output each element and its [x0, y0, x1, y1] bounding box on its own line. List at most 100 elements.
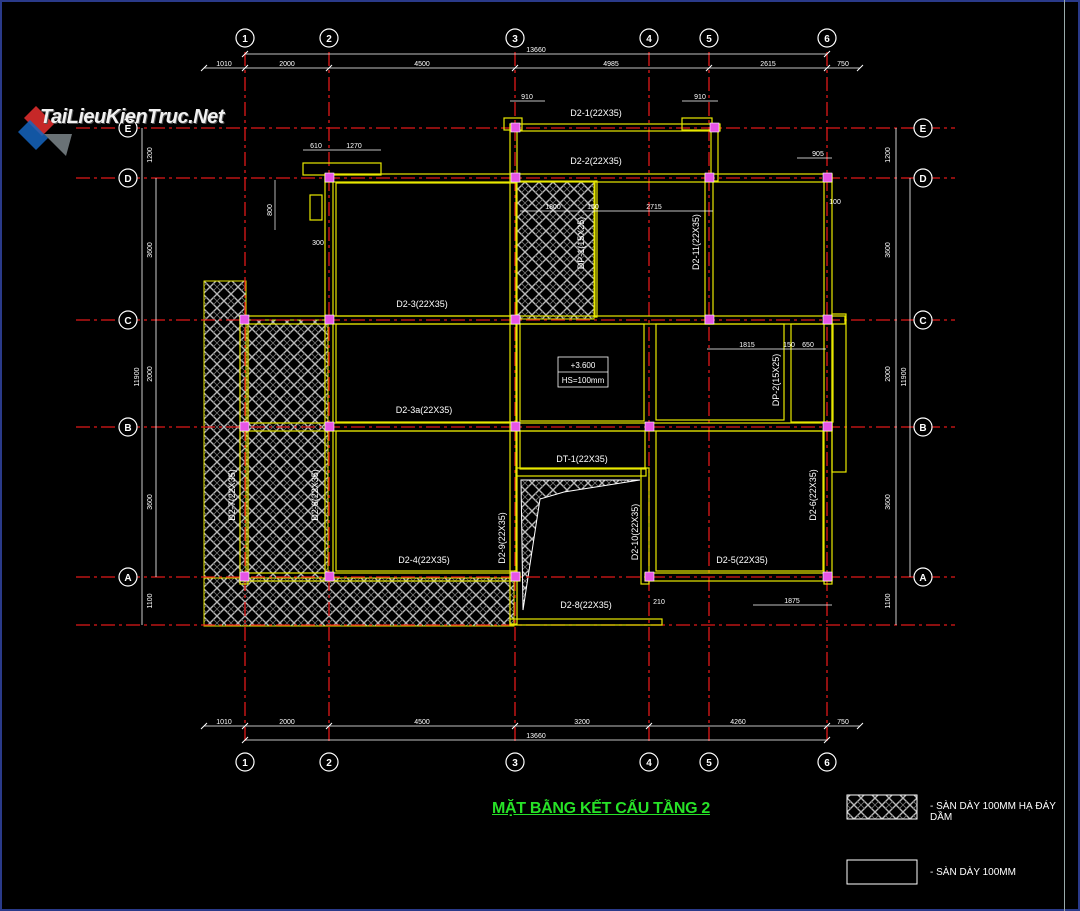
grid-bubbles [118, 28, 933, 772]
dim-2715: 2715 [646, 204, 662, 211]
grid-label-5-top: 5 [706, 34, 712, 45]
small-dimension-texts: 910 910 610 1270 905 1800 150 2715 1815 … [267, 94, 841, 606]
grid-label-1-top: 1 [242, 34, 248, 45]
grid-lines [76, 52, 955, 745]
grid-label-3-bottom: 3 [512, 758, 518, 769]
top-dim-3: 4500 [414, 61, 430, 68]
grid-label-4-top: 4 [646, 34, 652, 45]
dim-1800: 1800 [545, 204, 561, 211]
right-dim-total: 11900 [901, 367, 908, 386]
top-dim-4: 4985 [603, 61, 619, 68]
bottom-dim-3: 4500 [414, 719, 430, 726]
dim-100: 100 [829, 199, 841, 206]
top-dim-2: 2000 [279, 61, 295, 68]
grid-label-4-bottom: 4 [646, 758, 652, 769]
dim-1815: 1815 [739, 342, 755, 349]
grid-label-6-bottom: 6 [824, 758, 830, 769]
top-dim-1: 1010 [216, 61, 232, 68]
left-dim-3: 2000 [147, 366, 154, 382]
dim-910a: 910 [521, 94, 533, 101]
top-dim-total: 13660 [526, 47, 546, 54]
watermark-text: TaiLieuKienTruc.Net [40, 106, 224, 128]
hatch-stair-bottom [520, 479, 641, 611]
dim-300: 300 [312, 240, 324, 247]
right-dim-3: 2000 [885, 366, 892, 382]
bottom-dim-total: 13660 [526, 733, 546, 740]
bottom-dim-6: 750 [837, 719, 849, 726]
beam-dp-1: DP-1(15X25) [576, 217, 586, 270]
beam-d2-3: D2-3(22X35) [396, 299, 448, 309]
left-dim-1: 1200 [147, 147, 154, 163]
grid-label-2-bottom: 2 [326, 758, 332, 769]
beam-d2-10: D2-10(22X35) [630, 504, 640, 561]
legend-swatch-hatched [846, 794, 918, 820]
dimension-ticks [200, 50, 864, 744]
hatch-bottom-strip [203, 577, 515, 627]
beam-labels: D2-1(22X35) D2-2(22X35) D2-3(22X35) D2-3… [227, 108, 818, 610]
level-tag: +3.600 HS=100mm [557, 356, 609, 388]
legend-swatch-plain [846, 859, 918, 885]
dimension-texts: 1010 2000 4500 4985 2615 750 13660 1010 … [216, 47, 849, 740]
bottom-dim-1: 1010 [216, 719, 232, 726]
bottom-dim-2: 2000 [279, 719, 295, 726]
bottom-dim-5: 4260 [730, 719, 746, 726]
grid-label-3-top: 3 [512, 34, 518, 45]
beam-dt-1: DT-1(22X35) [556, 454, 608, 464]
legend-label-hatched: - SÀN DÀY 100MM HẠ ĐÁY DẦM [930, 801, 1056, 823]
beam-d2-7: D2-7(22X35) [227, 469, 237, 521]
beam-d2-3a: D2-3a(22X35) [396, 405, 453, 415]
beam-d2-2: D2-2(22X35) [570, 156, 622, 166]
beam-d2-9: D2-9(22X35) [497, 512, 507, 564]
left-dim-2: 3600 [147, 242, 154, 258]
dim-150b: 150 [783, 342, 795, 349]
left-dim-5: 1100 [147, 593, 154, 608]
grid-label-D-left: D [124, 174, 131, 185]
grid-label-B-left: B [124, 423, 131, 434]
left-dim-4: 3600 [147, 494, 154, 510]
grid-label-E-right: E [920, 124, 927, 135]
beam-d2-6-right: D2-6(22X35) [808, 469, 818, 521]
frame-inner-line [1064, 0, 1065, 911]
watermark-logo-icon [18, 106, 72, 156]
hatch-left-bay [245, 319, 329, 579]
beam-d2-4: D2-4(22X35) [398, 555, 450, 565]
bottom-dim-4: 3200 [574, 719, 590, 726]
grid-label-B-right: B [919, 423, 926, 434]
level-hs: HS=100mm [562, 376, 605, 385]
legend-label-plain: - SÀN DÀY 100MM [930, 867, 1016, 878]
dim-150: 150 [587, 204, 599, 211]
grid-label-E-left: E [125, 124, 132, 135]
beam-d2-11: D2-11(22X35) [691, 214, 701, 270]
grid-label-D-right: D [919, 174, 926, 185]
small-dimension-lines [274, 100, 832, 606]
side-dimension-texts: 1200 3600 2000 3600 1100 11900 1200 3600… [134, 147, 908, 608]
right-dim-2: 3600 [885, 242, 892, 258]
columns [239, 122, 833, 582]
grid-label-A-left: A [124, 573, 131, 584]
hatched-slabs [203, 180, 641, 627]
dim-1875: 1875 [784, 598, 800, 605]
dim-905: 905 [812, 151, 824, 158]
hatch-stair-top [515, 180, 595, 320]
right-dim-4: 3600 [885, 494, 892, 510]
dim-800: 800 [267, 204, 274, 216]
grid-bubble-labels: 1 2 3 4 5 6 1 2 3 4 5 6 E D C B A E D C … [124, 34, 926, 769]
dim-650: 650 [802, 342, 814, 349]
top-dim-6: 750 [837, 61, 849, 68]
left-dim-total: 11900 [134, 367, 141, 386]
beam-d2-1: D2-1(22X35) [570, 108, 622, 118]
dim-1270: 1270 [346, 143, 362, 150]
grid-label-6-top: 6 [824, 34, 830, 45]
legend-swatches [846, 794, 918, 885]
level-elev: +3.600 [571, 361, 596, 370]
grid-label-A-right: A [919, 573, 926, 584]
dim-210: 210 [653, 599, 665, 606]
grid-label-1-bottom: 1 [242, 758, 248, 769]
beam-d2-5: D2-5(22X35) [716, 555, 768, 565]
dim-610: 610 [310, 143, 322, 150]
beam-d2-6: D2-6(22X35) [310, 469, 320, 521]
right-dim-5: 1100 [885, 593, 892, 608]
beam-d2-8: D2-8(22X35) [560, 600, 612, 610]
